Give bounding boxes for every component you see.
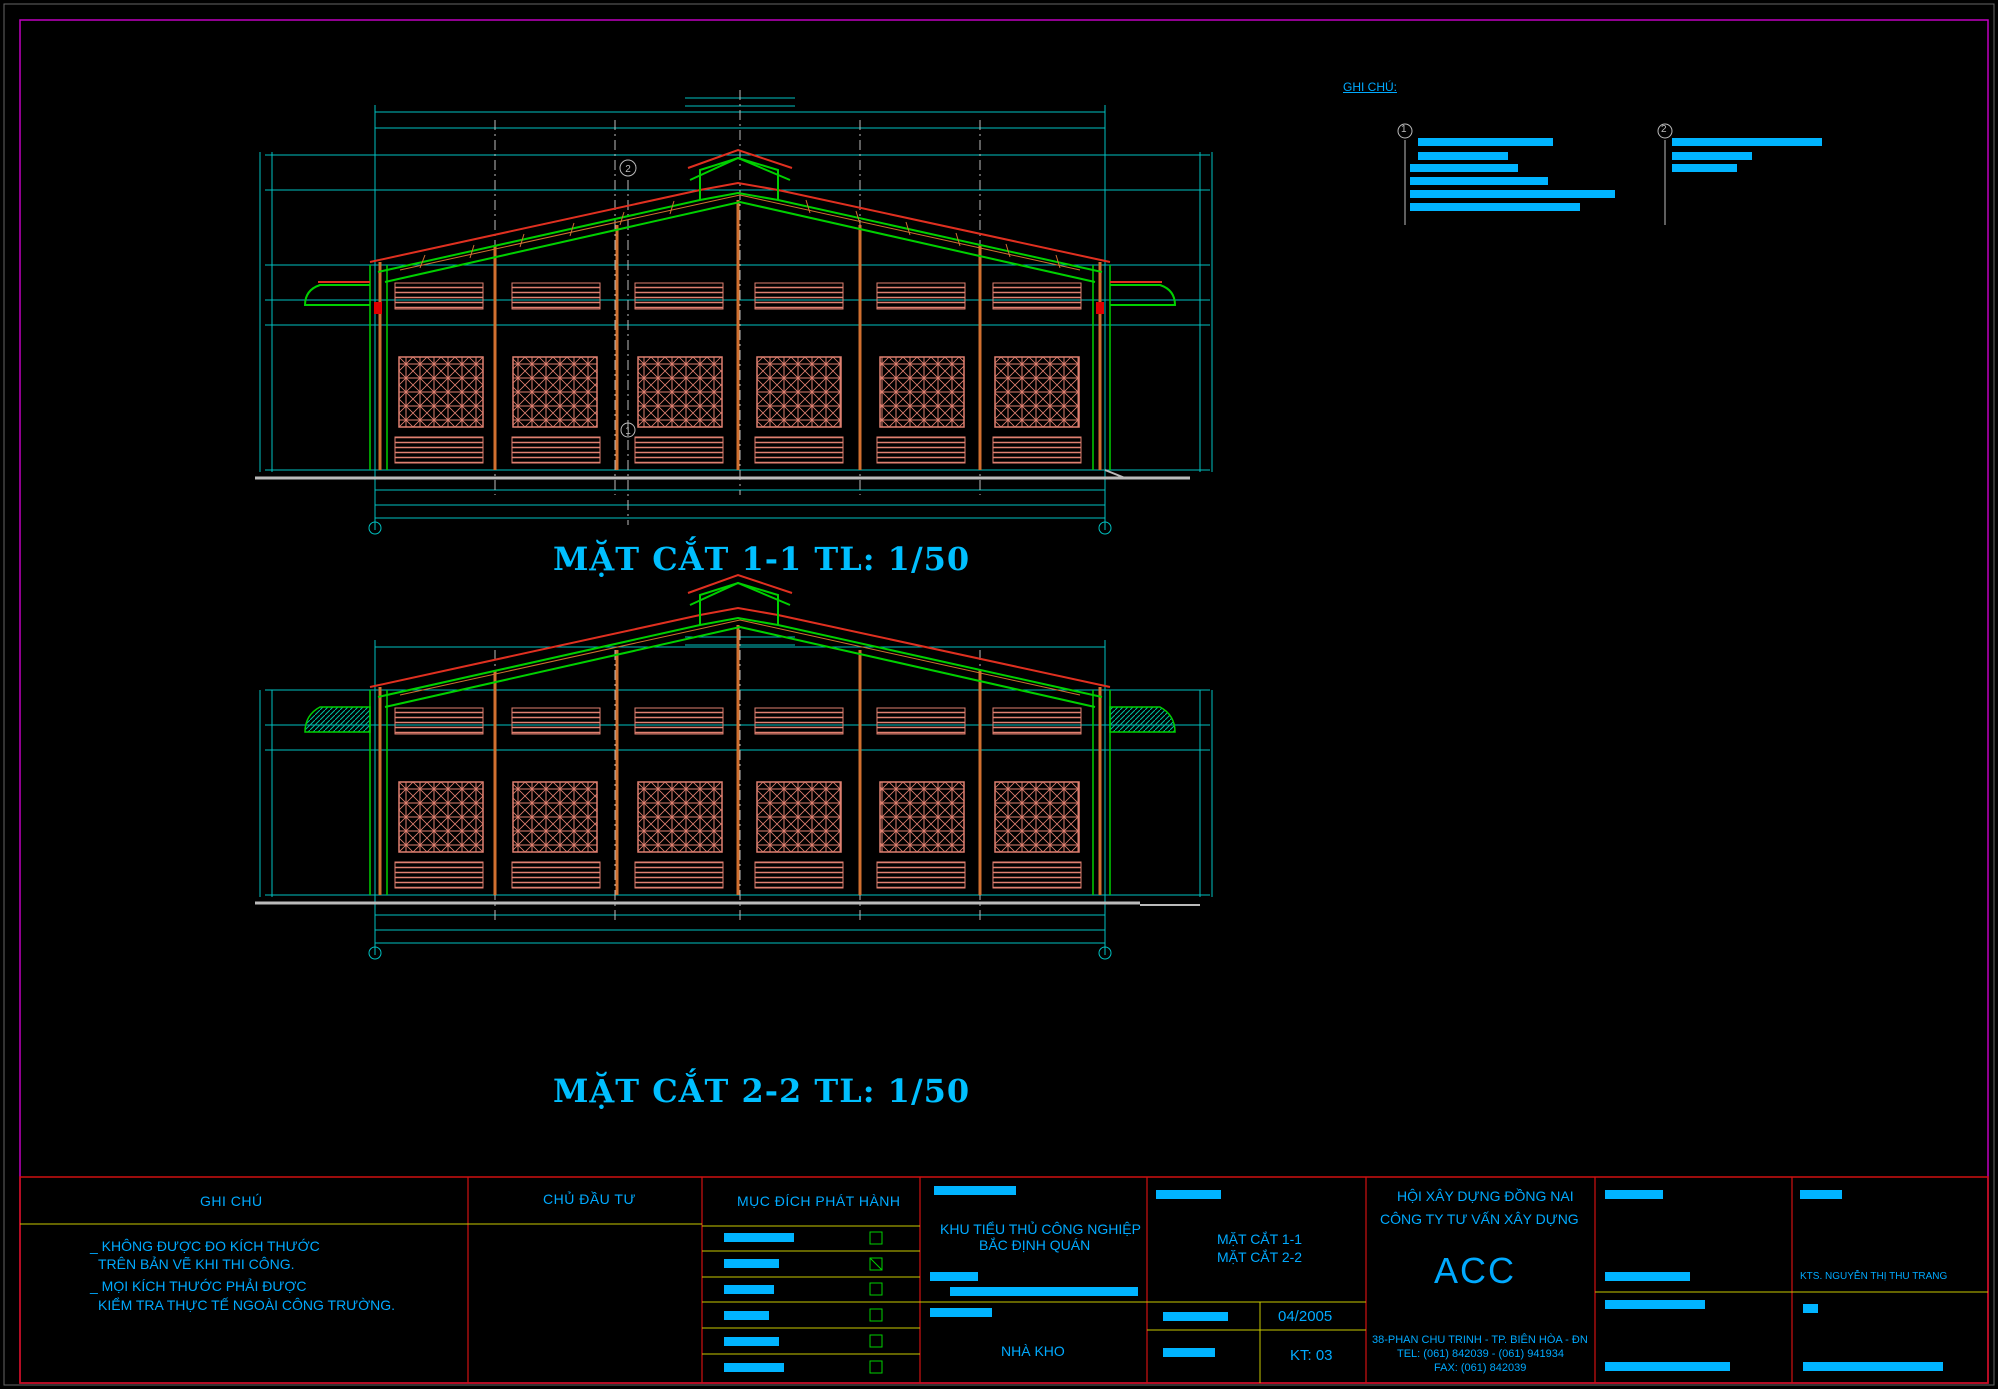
drawing-title-2-2: MẶT CẮT 2-2 TL: 1/50 bbox=[553, 1072, 971, 1110]
sheet-frame bbox=[19, 19, 1989, 1384]
sheet-outer-border bbox=[3, 3, 1995, 1386]
title-block bbox=[19, 1176, 1989, 1384]
notes-label: GHI CHÚ: bbox=[1343, 80, 1397, 94]
ghi-chu-line-1: _ KHÔNG ĐƯỢC ĐO KÍCH THƯỚC bbox=[90, 1238, 320, 1254]
ghi-chu-line-2: TRÊN BẢN VẼ KHI THI CÔNG. bbox=[98, 1256, 295, 1272]
grid-marker-1-upper: 1 bbox=[625, 426, 631, 437]
company-address: 38-PHAN CHU TRINH - TP. BIÊN HÒA - ĐN bbox=[1372, 1334, 1588, 1346]
ghi-chu-header: GHI CHÚ bbox=[200, 1193, 263, 1209]
issue-date: 04/2005 bbox=[1278, 1308, 1333, 1325]
sheet-title-line-2: MẶT CẮT 2-2 bbox=[1217, 1249, 1303, 1265]
sheet-number: KT: 03 bbox=[1290, 1347, 1333, 1364]
grid-marker-2-upper: 2 bbox=[625, 164, 631, 175]
company-fax: FAX: (061) 842039 bbox=[1434, 1362, 1527, 1374]
drawing-title-1-1: MẶT CẮT 1-1 TL: 1/50 bbox=[553, 540, 971, 578]
note-marker-1: 1 bbox=[1401, 124, 1407, 135]
company-logo-acc: ACC bbox=[1434, 1250, 1517, 1291]
org-line-2: CÔNG TY TƯ VẤN XÂY DỰNG bbox=[1380, 1211, 1579, 1227]
ghi-chu-line-3: _ MỌI KÍCH THƯỚC PHẢI ĐƯỢC bbox=[90, 1278, 307, 1294]
company-tel: TEL: (061) 842039 - (061) 941934 bbox=[1397, 1348, 1564, 1360]
project-name-line-1: KHU TIỂU THỦ CÔNG NGHIỆP bbox=[940, 1221, 1141, 1237]
chu-dau-tu-header: CHỦ ĐẦU TƯ bbox=[543, 1191, 636, 1207]
section-drawing-2-2 bbox=[255, 573, 1213, 960]
ghi-chu-line-4: KIỂM TRA THỰC TẾ NGOÀI CÔNG TRƯỜNG. bbox=[98, 1297, 396, 1313]
item-name: NHÀ KHO bbox=[1001, 1343, 1065, 1359]
notes-block bbox=[1397, 123, 1822, 225]
project-name-line-2: BẮC ĐỊNH QUÁN bbox=[979, 1237, 1091, 1253]
sheet-title-line-1: MẶT CẮT 1-1 bbox=[1217, 1231, 1303, 1247]
muc-dich-header: MỤC ĐÍCH PHÁT HÀNH bbox=[737, 1193, 901, 1209]
section-drawing-1-1 bbox=[255, 90, 1213, 535]
org-line-1: HỘI XÂY DỰNG ĐỒNG NAI bbox=[1397, 1188, 1574, 1204]
architect-name: KTS. NGUYỄN THỊ THU TRANG bbox=[1800, 1271, 1948, 1282]
note-marker-2: 2 bbox=[1661, 124, 1667, 135]
